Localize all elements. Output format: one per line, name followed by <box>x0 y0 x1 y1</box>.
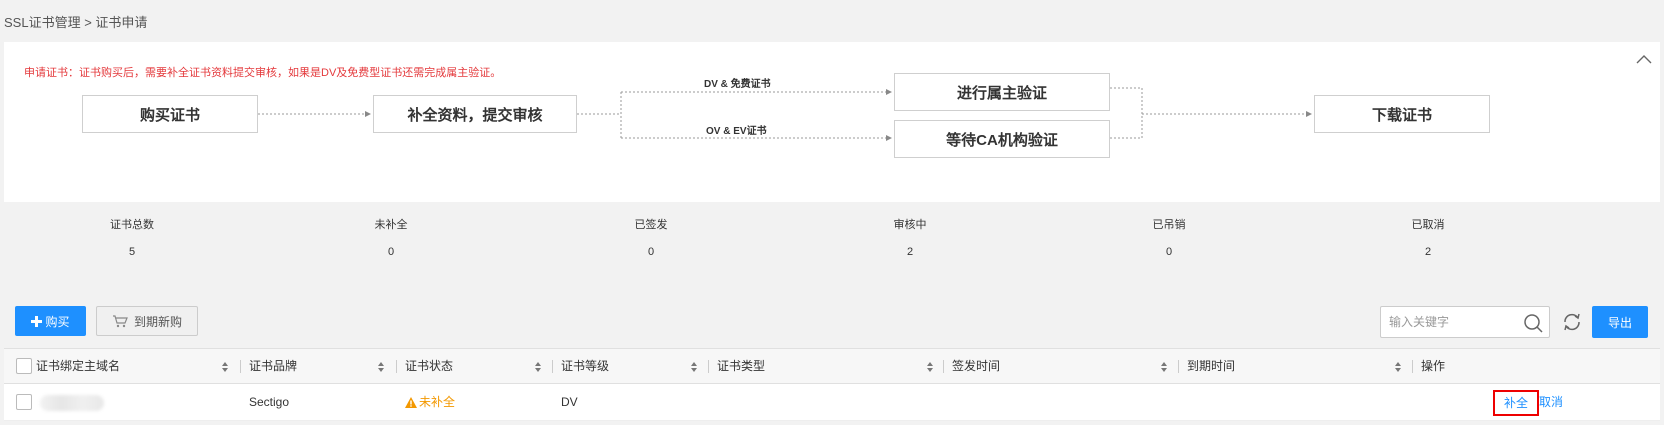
column-header-actions: 操作 <box>1421 359 1446 373</box>
cart-icon <box>112 315 128 328</box>
breadcrumb: SSL证书管理 > 证书申请 <box>4 12 147 31</box>
table-row: Sectigo 未补全 DV 补全 取消 <box>4 384 1660 421</box>
stat-value: 0 <box>647 246 655 258</box>
domain-cell-redacted <box>40 395 104 411</box>
apply-notice: 申请证书：证书购买后，需要补全证书资料提交审核，如果是DV及免费型证书还需完成属… <box>24 67 502 79</box>
status-text: 未补全 <box>419 395 456 409</box>
flow-step-ca-verify: 等待CA机构验证 <box>894 120 1110 158</box>
stat-value: 2 <box>1424 246 1432 258</box>
flow-branch-ov-label: OV & EV证书 <box>706 126 767 137</box>
stat-label: 已签发 <box>634 219 668 231</box>
table-header: 证书绑定主域名 证书品牌 证书状态 证书等级 证书类型 签发时间 到期时间 操作 <box>4 348 1660 384</box>
column-header-level[interactable]: 证书等级 <box>561 359 610 373</box>
stat-cancelled[interactable]: 已取消 2 <box>1368 215 1488 262</box>
stat-label: 审核中 <box>893 219 927 231</box>
stat-reviewing[interactable]: 审核中 2 <box>850 215 970 262</box>
stat-label: 未补全 <box>374 219 408 231</box>
table-body: Sectigo 未补全 DV 补全 取消 <box>4 384 1660 421</box>
flow-branch-dv-label: DV & 免费证书 <box>704 79 771 90</box>
column-header-expires[interactable]: 到期时间 <box>1187 359 1236 373</box>
table-toolbar: 购买 到期新购 导出 <box>0 297 1664 343</box>
stat-value: 2 <box>906 246 914 258</box>
flow-step-complete: 补全资料，提交审核 <box>373 95 577 133</box>
renew-button[interactable]: 到期新购 <box>96 306 198 336</box>
search-box <box>1380 306 1550 338</box>
column-header-status[interactable]: 证书状态 <box>405 359 454 373</box>
complete-link[interactable]: 补全 <box>1493 390 1539 416</box>
flow-step-buy: 购买证书 <box>82 95 258 133</box>
stat-label: 已吊销 <box>1152 219 1186 231</box>
sort-icon[interactable] <box>690 361 698 373</box>
select-all-checkbox[interactable] <box>16 358 32 374</box>
status-cell: 未补全 <box>405 384 455 421</box>
stat-revoked[interactable]: 已吊销 0 <box>1109 215 1229 262</box>
column-divider <box>396 360 397 373</box>
flow-step-download: 下载证书 <box>1314 95 1490 133</box>
breadcrumb-current: 证书申请 <box>95 15 148 30</box>
level-cell: DV <box>561 395 578 409</box>
sort-icon[interactable] <box>926 361 934 373</box>
stat-value: 5 <box>128 246 136 258</box>
brand-cell: Sectigo <box>249 395 290 409</box>
column-divider <box>552 360 553 373</box>
column-divider <box>708 360 709 373</box>
column-divider <box>1178 360 1179 373</box>
stat-incomplete[interactable]: 未补全 0 <box>331 215 451 262</box>
chevron-up-icon[interactable] <box>1634 52 1654 68</box>
column-header-issued[interactable]: 签发时间 <box>952 359 1001 373</box>
breadcrumb-separator: > <box>84 15 92 30</box>
stat-value: 0 <box>387 246 395 258</box>
stat-value: 0 <box>1165 246 1173 258</box>
column-divider <box>1412 360 1413 373</box>
sort-icon[interactable] <box>221 361 229 373</box>
process-flow-panel: 申请证书：证书购买后，需要补全证书资料提交审核，如果是DV及免费型证书还需完成属… <box>4 42 1660 202</box>
plus-icon <box>31 315 43 327</box>
column-divider <box>240 360 241 373</box>
breadcrumb-root[interactable]: SSL证书管理 <box>4 15 81 30</box>
sort-icon[interactable] <box>534 361 542 373</box>
column-header-brand[interactable]: 证书品牌 <box>249 359 298 373</box>
sort-icon[interactable] <box>1160 361 1168 373</box>
cancel-link[interactable]: 取消 <box>1539 395 1564 409</box>
warning-icon <box>405 397 417 408</box>
column-header-type[interactable]: 证书类型 <box>717 359 766 373</box>
buy-button-label: 购买 <box>45 314 70 329</box>
row-checkbox[interactable] <box>16 394 32 410</box>
flow-connectors <box>258 87 1312 141</box>
search-input[interactable] <box>1389 314 1519 330</box>
sort-icon[interactable] <box>1394 361 1402 373</box>
certificate-table: 证书绑定主域名 证书品牌 证书状态 证书等级 证书类型 签发时间 到期时间 操作… <box>4 348 1660 421</box>
column-header-domain[interactable]: 证书绑定主域名 <box>36 359 121 373</box>
stat-total[interactable]: 证书总数 5 <box>72 215 192 262</box>
renew-button-label: 到期新购 <box>133 314 182 329</box>
refresh-icon[interactable] <box>1561 311 1583 333</box>
stat-label: 已取消 <box>1411 219 1445 231</box>
buy-button[interactable]: 购买 <box>15 306 86 336</box>
search-icon[interactable] <box>1523 313 1543 333</box>
stat-label: 证书总数 <box>110 219 154 231</box>
stat-issued[interactable]: 已签发 0 <box>591 215 711 262</box>
export-button[interactable]: 导出 <box>1592 306 1648 338</box>
flow-step-owner-verify: 进行属主验证 <box>894 73 1110 111</box>
sort-icon[interactable] <box>377 361 385 373</box>
certificate-stats: 证书总数 5 未补全 0 已签发 0 审核中 2 已吊销 0 已取消 2 <box>0 215 1664 275</box>
column-divider <box>943 360 944 373</box>
